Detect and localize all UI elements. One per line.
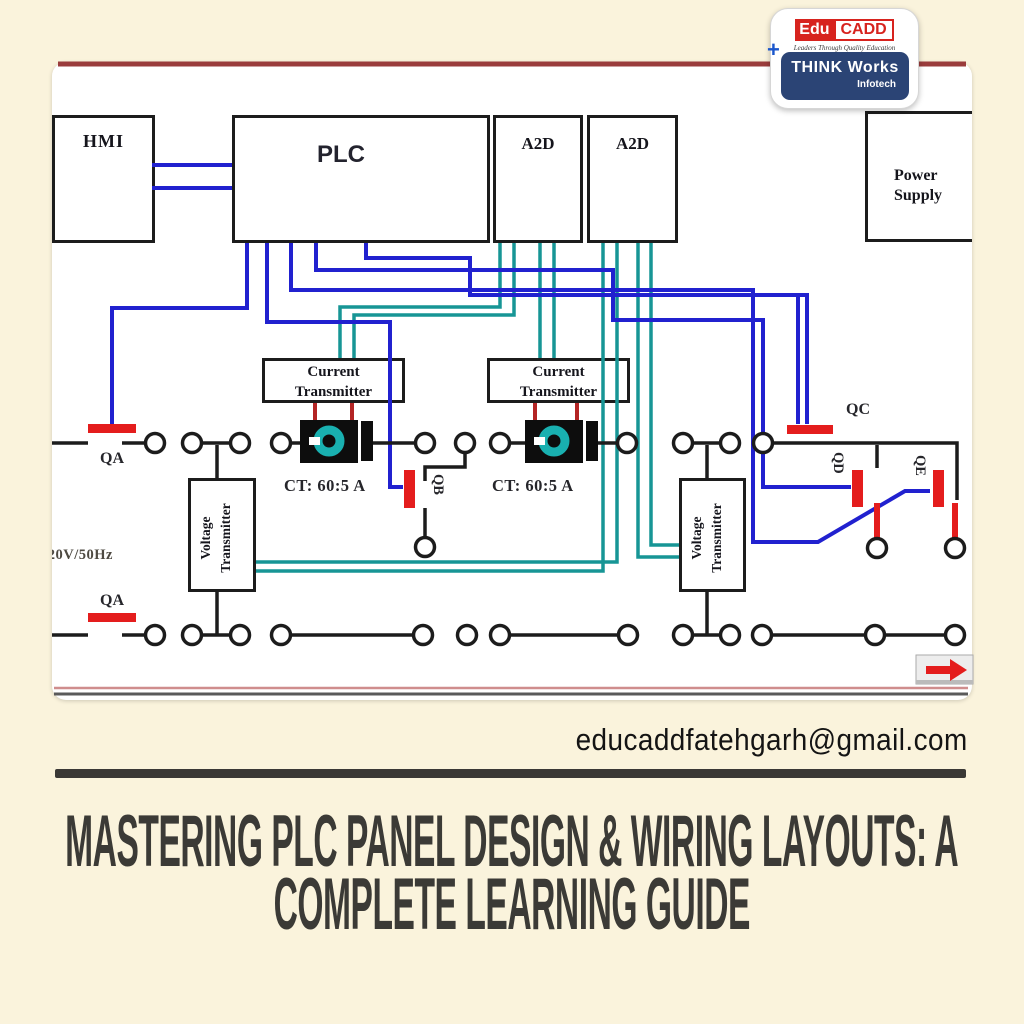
logo-tagline: Leaders Through Quality Education [793,44,896,52]
contact-email: educaddfatehgarh@gmail.com [575,722,968,757]
breaker-label-qa-top: QA [100,450,124,467]
brand-edu: Edu [795,19,834,41]
voltage-transmitter-label-2: Voltage Transmitter [689,503,725,573]
ct-rating-label-2: CT: 60:5 A [492,476,574,495]
a2d-label-1: A2D [521,134,555,153]
breaker-label-qc: QC [846,401,870,418]
infotech-label: Infotech [857,79,896,90]
voltage-transmitter-block-2: Voltage Transmitter [679,478,746,592]
current-transmitter-label-2: Current Transmitter [519,364,598,401]
a2d-block-2: A2D [587,115,678,243]
poster-title-line1: MASTERING PLC PANEL DESIGN & WIRING LAYO… [65,801,959,882]
educadd-logo-card: + Edu CADD Leaders Through Quality Educa… [767,8,919,109]
footer-divider [55,769,966,778]
a2d-block-1: A2D [493,115,583,243]
breaker-label-qd: QD [830,452,846,474]
thinkworks-badge: THINK Works Infotech [781,52,909,100]
hmi-label: HMI [83,131,124,151]
plc-label: PLC [317,141,365,168]
breaker-label-qa-bottom: QA [100,592,124,609]
thinkworks-label: THINK Works [791,59,899,76]
hmi-block: HMI [52,115,155,243]
educadd-wordmark: Edu CADD [771,19,918,41]
diagram-panel: HMI PLC A2D A2D Power Supply Current Tra… [52,62,972,700]
next-arrow-button[interactable] [915,654,974,685]
supply-voltage-label: 220V/50Hz [52,547,113,563]
current-transmitter-block-1: Current Transmitter [262,358,405,403]
voltage-transmitter-label-1: Voltage Transmitter [198,503,234,573]
breaker-label-qb: QB [430,474,446,495]
current-transmitter-block-2: Current Transmitter [487,358,630,403]
power-supply-label: Power Supply [894,167,943,204]
voltage-transmitter-block-1: Voltage Transmitter [188,478,256,592]
power-supply-block: Power Supply [865,111,972,242]
breaker-label-qe: QE [912,455,928,476]
current-transmitter-label-1: Current Transmitter [294,364,373,401]
ct-rating-label-1: CT: 60:5 A [284,476,366,495]
plc-block: PLC [232,115,490,243]
right-arrow-icon [926,659,967,681]
brand-cadd: CADD [833,19,894,41]
a2d-label-2: A2D [615,134,650,153]
plus-icon: + [767,37,780,62]
poster-title: MASTERING PLC PANEL DESIGN & WIRING LAYO… [0,801,1024,945]
poster-title-line2: COMPLETE LEARNING GUIDE [273,864,751,945]
